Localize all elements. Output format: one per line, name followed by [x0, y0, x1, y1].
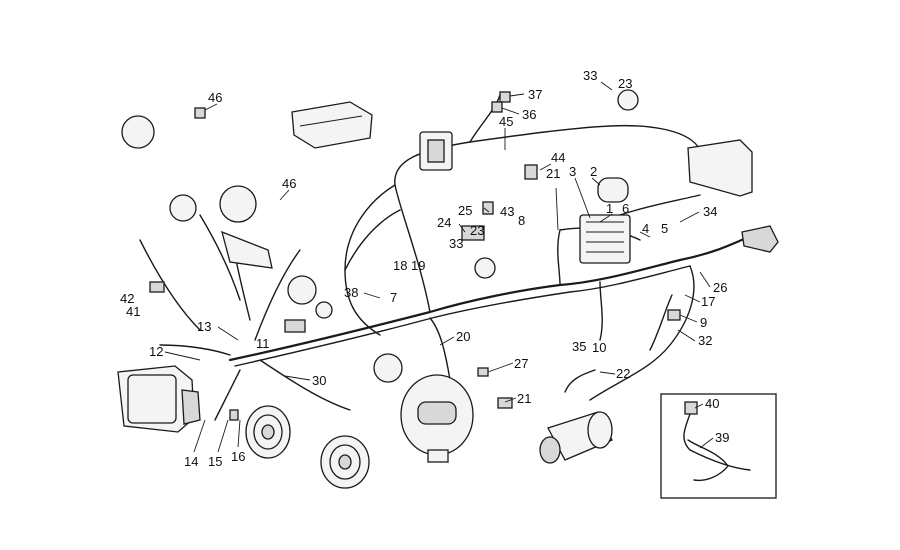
- callout-23-mid: 23: [470, 223, 484, 238]
- callout-11: 11: [256, 336, 270, 351]
- callout-46-top: 46: [208, 90, 222, 105]
- callout-44: 44: [551, 150, 565, 165]
- callout-24: 24: [437, 215, 451, 230]
- callout-10: 10: [592, 340, 606, 355]
- callout-14: 14: [184, 454, 198, 469]
- callout-46-mid: 46: [282, 176, 296, 191]
- callout-3: 3: [569, 164, 576, 179]
- callout-25: 25: [458, 203, 472, 218]
- callout-8: 8: [518, 213, 525, 228]
- callout-32: 32: [698, 333, 712, 348]
- callout-labels: 46 46 37 36 45 33 23 44 2 3 21 1 6 5 34 …: [120, 68, 729, 469]
- callout-1: 1: [606, 201, 613, 216]
- callout-43: 43: [500, 204, 514, 219]
- callout-30: 30: [312, 373, 326, 388]
- small-connectors: [149, 89, 681, 421]
- callout-13: 13: [197, 319, 211, 334]
- indicator-panel: [221, 230, 273, 269]
- horn-2: [320, 435, 370, 489]
- starter-motor: [539, 411, 613, 464]
- callout-41: 41: [126, 304, 140, 319]
- callout-15: 15: [208, 454, 222, 469]
- alternator: [400, 374, 474, 463]
- callout-23-top: 23: [618, 76, 632, 91]
- callout-6: 6: [622, 201, 629, 216]
- callout-39: 39: [715, 430, 729, 445]
- callout-18: 18: [393, 258, 407, 273]
- callout-42: 42: [120, 291, 134, 306]
- tail-light: [687, 139, 779, 253]
- callout-26: 26: [713, 280, 727, 295]
- voltage-regulator: [291, 101, 373, 149]
- callout-21-lower: 21: [517, 391, 531, 406]
- callout-5: 5: [661, 221, 668, 236]
- instrument-cluster: [121, 115, 317, 305]
- callout-21-upper: 21: [546, 166, 560, 181]
- fuel-gauge-sender: [597, 177, 629, 203]
- callout-4: 4: [642, 221, 649, 236]
- callout-22: 22: [616, 366, 630, 381]
- callout-2: 2: [590, 164, 597, 179]
- callout-33-mid: 33: [449, 236, 463, 251]
- callout-9: 9: [700, 315, 707, 330]
- callout-27: 27: [514, 356, 528, 371]
- callout-19: 19: [411, 258, 425, 273]
- callout-35: 35: [572, 339, 586, 354]
- callout-7: 7: [390, 290, 397, 305]
- callout-17: 17: [701, 294, 715, 309]
- callout-33-top: 33: [583, 68, 597, 83]
- callout-40: 40: [705, 396, 719, 411]
- horn-1: [245, 405, 291, 459]
- fuse-box: [579, 214, 631, 264]
- callout-34: 34: [703, 204, 717, 219]
- rear-inset: [660, 393, 777, 499]
- callout-12: 12: [149, 344, 163, 359]
- callout-45: 45: [499, 114, 513, 129]
- ignition-coil: [419, 131, 453, 171]
- callout-38: 38: [344, 285, 358, 300]
- callout-16: 16: [231, 449, 245, 464]
- leader-lines: [164, 81, 714, 453]
- callout-37: 37: [528, 87, 542, 102]
- headlight-left: [117, 365, 201, 433]
- callout-20: 20: [456, 329, 470, 344]
- callout-36: 36: [522, 107, 536, 122]
